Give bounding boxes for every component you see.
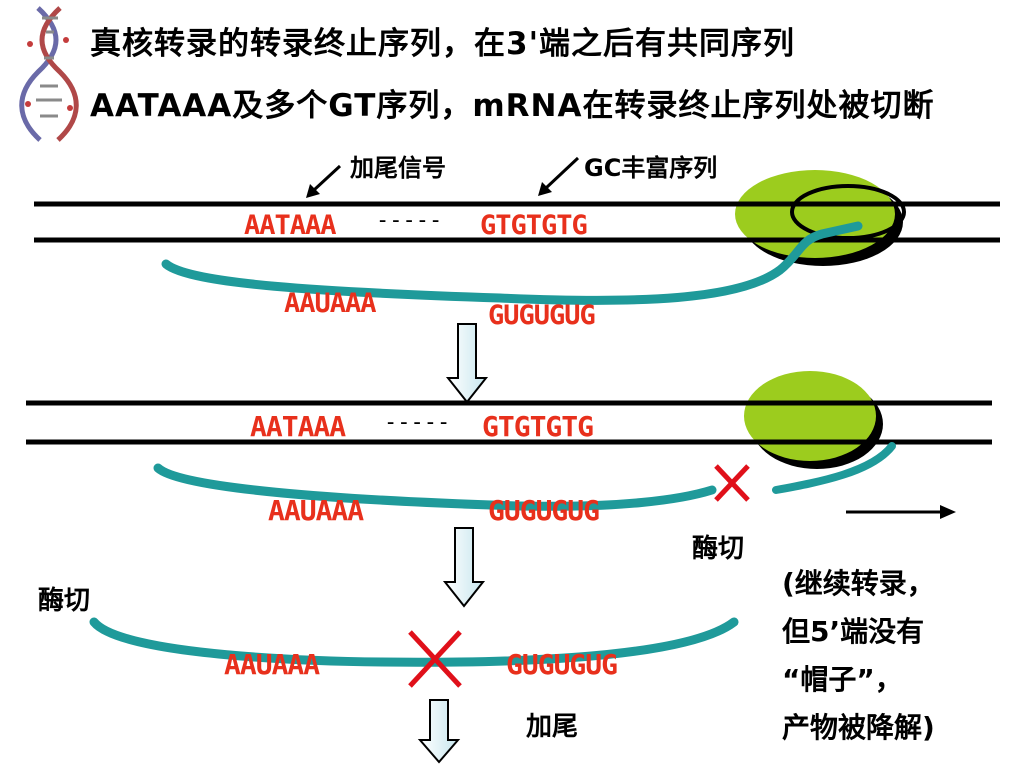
right-arrow-icon — [846, 505, 956, 519]
rna-auuaaa-seq: AAUAAA — [268, 494, 364, 527]
dna-spacer-dashes: ----- — [384, 410, 451, 435]
note-line-1: (继续转录， — [782, 567, 935, 600]
panel-2-polymerase — [744, 371, 883, 469]
panel-3-rna-strand — [89, 617, 739, 667]
note-line-3: “帽子”， — [782, 663, 903, 696]
rna-auuaaa-seq: AAUAAA — [224, 648, 320, 681]
note-line-4: 产物被降解) — [782, 711, 935, 744]
panel-2-rna-strand — [153, 463, 717, 511]
cut-mark-icon — [714, 464, 750, 502]
dna-aataaa-seq: AATAAA — [250, 410, 346, 443]
down-arrow-icon — [445, 323, 489, 404]
polyadenylation-label: 加尾 — [526, 712, 579, 742]
continued-transcription-note: (继续转录， 但5’端没有 “帽子”， 产物被降解) — [782, 560, 1022, 752]
rna-gu-repeat-seq: GUGUGUG — [488, 494, 600, 527]
dna-gt-repeat-seq: GTGTGTG — [480, 210, 588, 241]
slide-title-line-1: 真核转录的转录终止序列，在3'端之后有共同序列 — [90, 26, 796, 62]
enzyme-cut-label: 酶切 — [38, 586, 91, 616]
rna-gu-repeat-seq: GUGUGUG — [488, 300, 596, 331]
dna-gt-repeat-seq: GTGTGTG — [482, 410, 594, 443]
panel-1-polymerase — [735, 170, 906, 266]
dna-spacer-dashes: ----- — [376, 208, 443, 233]
down-arrow-icon — [417, 699, 461, 764]
enzyme-cut-label: 酶切 — [692, 534, 745, 564]
rna-auuaaa-seq: AAUAAA — [284, 288, 377, 319]
signal-pointer-arrow — [306, 164, 342, 198]
down-arrow-icon — [442, 527, 486, 608]
cut-mark-icon — [408, 630, 462, 688]
dna-helix-icon — [19, 6, 79, 142]
gc-rich-label: GC丰富序列 — [584, 154, 718, 182]
rna-gu-repeat-seq: GUGUGUG — [506, 648, 618, 681]
panel-1-rna-strand — [161, 221, 863, 305]
gc-pointer-arrow — [538, 156, 580, 196]
panel-2-rna-fragment — [772, 442, 896, 494]
dna-aataaa-seq: AATAAA — [244, 210, 337, 241]
polyadenylation-signal-label: 加尾信号 — [350, 154, 446, 182]
slide-title-line-2: AATAAA及多个GT序列，mRNA在转录终止序列处被切断 — [90, 88, 935, 124]
note-line-2: 但5’端没有 — [782, 615, 925, 648]
